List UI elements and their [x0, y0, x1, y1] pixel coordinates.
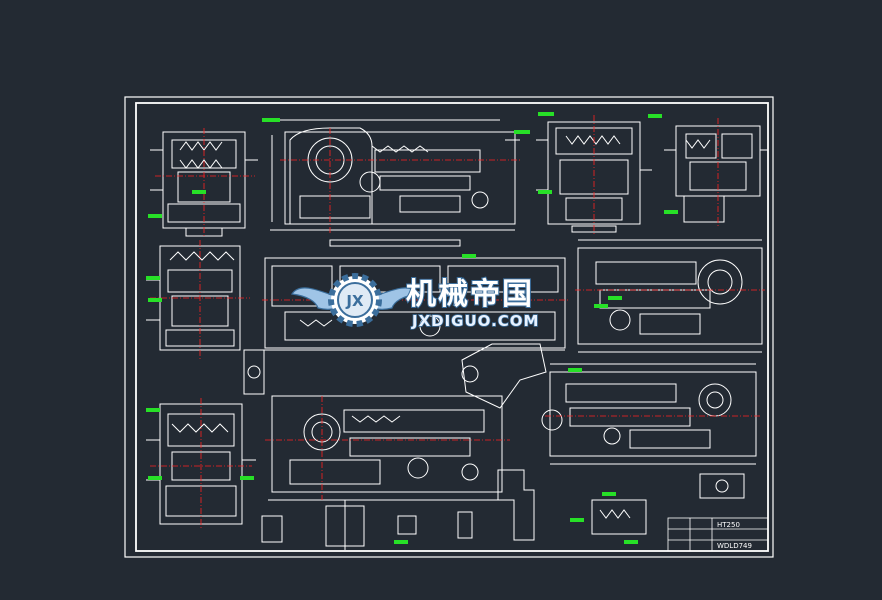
watermark-name-en: JXDIGUO.COM — [411, 312, 539, 330]
view-bottom-center-section — [268, 395, 505, 501]
dimension-tags — [146, 112, 678, 544]
title-block-material: HT250 — [717, 521, 740, 529]
view-bottom-right-elevation — [541, 363, 757, 465]
title-block-drawing-no: WDLD749 — [717, 542, 752, 550]
right-wing-shape — [369, 287, 420, 310]
view-middle-right-elevation — [577, 239, 763, 353]
view-detail-middle — [243, 343, 547, 409]
watermark-logo: JX 机械帝国 JXDIGUO.COM — [290, 273, 539, 331]
logo-letters: JX — [345, 292, 364, 310]
inner-border — [135, 102, 769, 552]
view-top-center-elevation — [270, 119, 520, 247]
left-wing-shape — [290, 287, 341, 310]
outer-border — [124, 96, 774, 558]
view-bottom-details — [261, 469, 745, 550]
view-top-right — [664, 125, 768, 223]
view-middle-long-section — [262, 257, 566, 351]
title-block — [667, 517, 769, 552]
watermark-name-cn: 机械帝国 — [406, 277, 534, 312]
